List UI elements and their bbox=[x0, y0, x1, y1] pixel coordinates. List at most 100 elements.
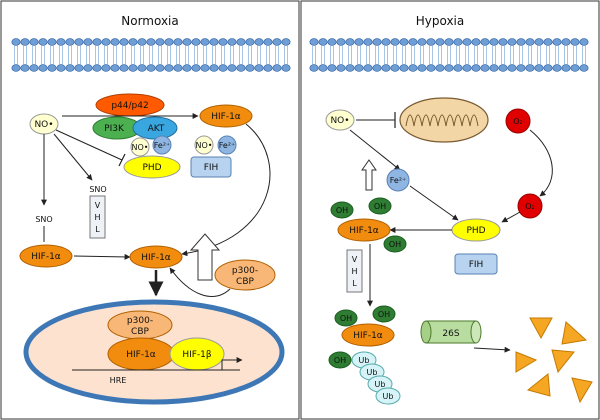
p300-cbp-label-1: p300- bbox=[232, 266, 258, 276]
lipid-head bbox=[191, 64, 201, 72]
vhl-letter-l: L bbox=[95, 225, 100, 234]
lipid-head bbox=[29, 64, 39, 72]
hif1a-center-node bbox=[129, 245, 183, 269]
lipid-head bbox=[119, 38, 129, 46]
oh-label-e: OH bbox=[378, 310, 390, 319]
lipid-head bbox=[128, 64, 138, 72]
phd-label: PHD bbox=[142, 163, 161, 173]
lipid-head bbox=[209, 38, 219, 46]
pi3k-label: PI3K bbox=[104, 124, 125, 134]
lipid-head bbox=[498, 64, 508, 72]
no-on-phd bbox=[130, 137, 150, 157]
lipid-head bbox=[218, 38, 228, 46]
lipid-head bbox=[146, 38, 156, 46]
normoxia-title: Normoxia bbox=[121, 14, 179, 28]
fe-node-hypoxia bbox=[386, 168, 410, 192]
lipid-head bbox=[309, 64, 319, 72]
lipid-head bbox=[245, 64, 255, 72]
lipid-head bbox=[110, 64, 120, 72]
lipid-head bbox=[381, 38, 391, 46]
akt-label: AKT bbox=[148, 124, 165, 134]
arrow-left-to-center bbox=[73, 253, 131, 260]
arrow-o2-down bbox=[529, 129, 553, 197]
ub-label-2: Ub bbox=[367, 368, 378, 377]
vhl-box-hypoxia bbox=[346, 249, 363, 293]
hypoxia-title: Hypoxia bbox=[416, 14, 465, 28]
lipid-head bbox=[525, 38, 535, 46]
lipid-head bbox=[182, 38, 192, 46]
lipid-head bbox=[354, 38, 364, 46]
lipid-head bbox=[119, 64, 129, 72]
hif1a-top-label: HIF-1α bbox=[211, 112, 241, 122]
proteasome-26s-icon bbox=[420, 320, 482, 344]
arrow-no-to-vhl bbox=[53, 133, 93, 181]
lipid-head bbox=[327, 64, 337, 72]
nucleus-p300-label-2: CBP bbox=[131, 327, 149, 337]
lipid-head bbox=[218, 64, 228, 72]
lipid-head bbox=[471, 38, 481, 46]
lipid-head bbox=[209, 64, 219, 72]
lipid-head bbox=[74, 38, 84, 46]
lipid-head bbox=[525, 64, 535, 72]
lipid-head bbox=[435, 64, 445, 72]
lipid-head bbox=[534, 38, 544, 46]
lipid-head bbox=[182, 64, 192, 72]
arrow-to-degradation bbox=[473, 346, 511, 353]
fe-on-fih-label: Fe²⁺ bbox=[219, 141, 236, 150]
lipid-head bbox=[381, 64, 391, 72]
lipid-head bbox=[137, 64, 147, 72]
lipid-head bbox=[272, 64, 282, 72]
lipid-head bbox=[236, 64, 246, 72]
lipid-head bbox=[399, 64, 409, 72]
lipid-head bbox=[498, 38, 508, 46]
lipid-head bbox=[480, 38, 490, 46]
p44-p42-label: p44/p42 bbox=[111, 101, 148, 111]
lipid-head bbox=[444, 38, 454, 46]
lipid-head bbox=[272, 38, 282, 46]
hif1a-top-node bbox=[199, 104, 253, 128]
lipid-head bbox=[309, 38, 319, 46]
lipid-head bbox=[417, 64, 427, 72]
lipid-head bbox=[173, 38, 183, 46]
lipid-head bbox=[254, 38, 264, 46]
open-arrow-fe-increase bbox=[361, 159, 377, 191]
hif1a-left-node bbox=[19, 244, 73, 268]
o2-right-label: O₂ bbox=[525, 202, 535, 211]
lipid-head bbox=[444, 64, 454, 72]
lipid-head bbox=[318, 38, 328, 46]
no-radical-node-hypoxia bbox=[325, 109, 355, 131]
lipid-head bbox=[345, 64, 355, 72]
lipid-head bbox=[336, 38, 346, 46]
oh-groups-bottom: OH OH OH bbox=[328, 305, 396, 369]
lipid-head bbox=[489, 64, 499, 72]
ubiquitin-chain: Ub Ub Ub Ub bbox=[351, 351, 401, 405]
lipid-head bbox=[327, 38, 337, 46]
lipid-head bbox=[408, 64, 418, 72]
cell-membrane-right bbox=[309, 38, 589, 72]
lipid-head bbox=[200, 38, 210, 46]
lipid-head bbox=[92, 64, 102, 72]
o2-top-node bbox=[505, 108, 531, 134]
lipid-head bbox=[236, 38, 246, 46]
lipid-head bbox=[263, 38, 273, 46]
proteasome-label: 26S bbox=[442, 329, 459, 339]
lipid-head bbox=[462, 64, 472, 72]
lipid-head bbox=[74, 64, 84, 72]
lipid-head bbox=[155, 64, 165, 72]
open-arrow-up bbox=[189, 233, 221, 281]
lipid-head bbox=[561, 38, 571, 46]
lipid-head bbox=[128, 38, 138, 46]
ub-label-4: Ub bbox=[383, 392, 394, 401]
lipid-head bbox=[47, 38, 57, 46]
lipid-head bbox=[56, 64, 66, 72]
hre-label: HRE bbox=[110, 376, 127, 385]
no-on-fih-label: NO• bbox=[196, 141, 213, 150]
hif1a-ubiquitinated bbox=[341, 323, 395, 347]
sno-hif-label: SNO bbox=[35, 215, 52, 224]
lipid-head bbox=[227, 38, 237, 46]
arrow-p300-to-center bbox=[169, 267, 231, 297]
lipid-head bbox=[227, 64, 237, 72]
o2-right-node bbox=[517, 193, 543, 219]
fih-node bbox=[190, 156, 232, 178]
lipid-head bbox=[471, 64, 481, 72]
